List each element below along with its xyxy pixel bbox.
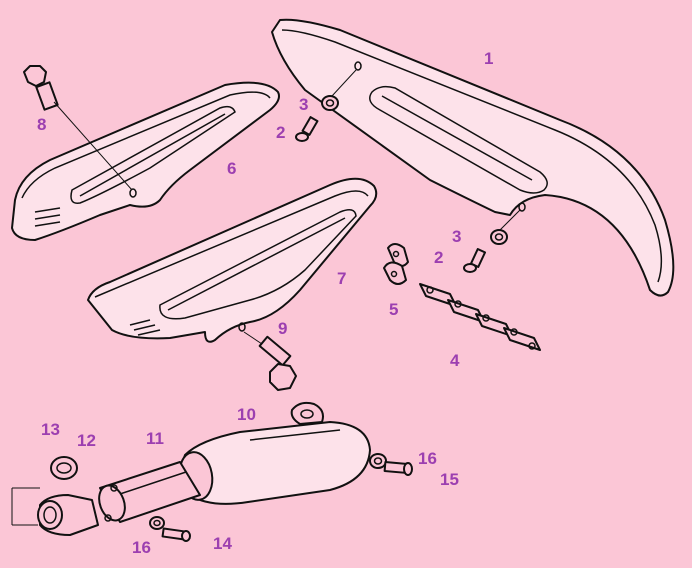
label-4: 4 bbox=[450, 351, 460, 370]
label-3-right: 3 bbox=[452, 227, 461, 246]
screw-washer-right bbox=[463, 209, 521, 273]
label-9: 9 bbox=[278, 319, 287, 338]
label-13: 13 bbox=[41, 420, 60, 439]
label-11: 11 bbox=[146, 429, 164, 448]
label-6: 6 bbox=[227, 159, 236, 178]
chain-guard-middle bbox=[87, 177, 378, 343]
label-14: 14 bbox=[213, 534, 232, 553]
bolt-washer-left bbox=[149, 516, 191, 542]
label-1: 1 bbox=[484, 49, 493, 68]
chain-guard-main bbox=[271, 18, 675, 297]
exhaust-flange bbox=[11, 487, 99, 536]
drive-chain bbox=[419, 283, 541, 351]
muffler bbox=[178, 401, 371, 505]
label-16-left: 16 bbox=[132, 538, 151, 557]
label-15: 15 bbox=[440, 470, 459, 489]
label-16-right: 16 bbox=[418, 449, 437, 468]
label-5: 5 bbox=[389, 300, 398, 319]
label-12: 12 bbox=[77, 431, 96, 450]
master-link bbox=[383, 243, 409, 285]
exhaust-pipe bbox=[98, 461, 201, 523]
bolt-washer-right bbox=[369, 453, 413, 476]
label-8: 8 bbox=[37, 115, 46, 134]
label-10: 10 bbox=[237, 405, 256, 424]
label-3-top: 3 bbox=[299, 95, 308, 114]
gasket-ring bbox=[50, 456, 78, 480]
label-2-top: 2 bbox=[276, 123, 285, 142]
bolt-8 bbox=[23, 65, 133, 191]
screw-washer-top bbox=[295, 69, 357, 142]
bolt-9 bbox=[243, 331, 297, 391]
label-2-right: 2 bbox=[434, 248, 443, 267]
label-7: 7 bbox=[337, 269, 346, 288]
chain-guard-upper-left bbox=[11, 81, 280, 241]
